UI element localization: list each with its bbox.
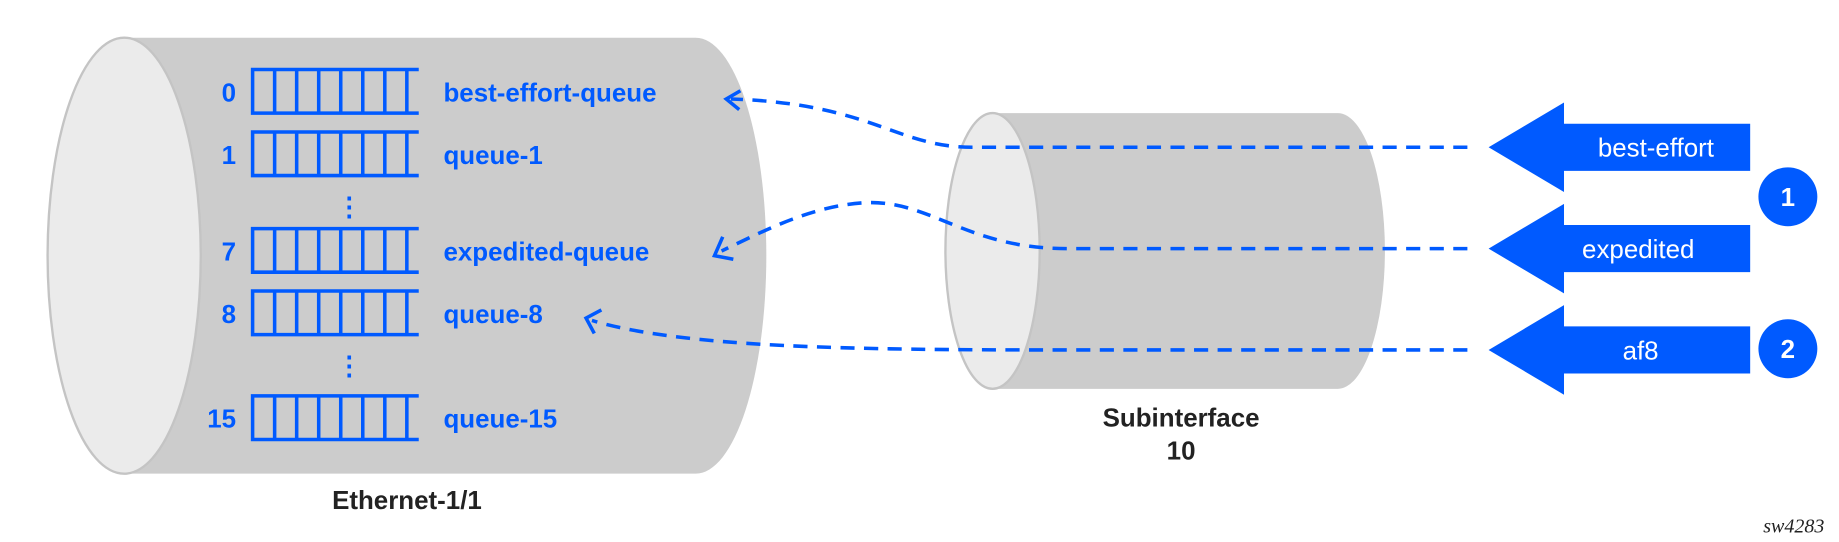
queue-index: 1 <box>222 142 236 170</box>
queue-name: expedited-queue <box>443 238 649 266</box>
traffic-label: af8 <box>1623 337 1659 365</box>
queue-0: 0 best-effort-queue <box>222 67 656 115</box>
queue-15: 15 queue-15 <box>207 394 557 442</box>
figure-id: sw4283 <box>1763 516 1824 538</box>
queue-name: queue-1 <box>443 142 542 170</box>
queue-index: 15 <box>207 406 236 434</box>
queue-name: queue-8 <box>443 301 542 329</box>
subinterface-cylinder <box>944 111 1385 391</box>
queue-7: 7 expedited-queue <box>222 226 649 274</box>
queue-buffer-icon <box>250 289 419 337</box>
queue-buffer-icon <box>250 67 419 115</box>
callout-number: 2 <box>1781 336 1795 364</box>
ethernet-label: Ethernet-1/1 <box>332 487 482 515</box>
arrowhead-icon <box>723 89 742 111</box>
callout-1: 1 <box>1758 167 1818 227</box>
ellipsis-2: ⋮ <box>336 353 362 381</box>
mapping-line-expedited <box>720 200 1468 253</box>
mapping-lines <box>583 89 1468 352</box>
queue-name: queue-15 <box>443 406 557 434</box>
subinterface-label: Subinterface <box>1103 405 1260 433</box>
traffic-label: best-effort <box>1598 135 1715 163</box>
queue-index: 7 <box>222 238 236 266</box>
ethernet-cylinder <box>46 36 767 475</box>
queue-index: 8 <box>222 301 236 329</box>
ellipsis-1: ⋮ <box>336 194 362 222</box>
traffic-arrow-af8: af8 <box>1488 305 1751 395</box>
traffic-label: expedited <box>1582 236 1694 264</box>
queue-buffer-icon <box>250 394 419 442</box>
subinterface-number: 10 <box>1167 438 1196 466</box>
queue-name: best-effort-queue <box>443 79 656 107</box>
arrowhead-icon <box>711 236 734 261</box>
mapping-line-af8 <box>591 318 1468 352</box>
queue-buffer-icon <box>250 130 419 178</box>
queue-1: 1 queue-1 <box>222 130 543 178</box>
queue-list: 0 best-effort-queue 1 queue-1 7 expedited-que… <box>207 67 656 442</box>
callout-2: 2 <box>1758 319 1818 379</box>
arrowhead-icon <box>583 308 603 335</box>
traffic-arrow-best-effort: best-effort <box>1488 102 1751 193</box>
queue-8: 8 queue-8 <box>222 289 543 337</box>
callout-number: 1 <box>1781 184 1795 212</box>
mapping-line-best-effort <box>730 97 1468 150</box>
queue-index: 0 <box>222 79 236 107</box>
traffic-arrow-expedited: expedited <box>1488 203 1751 294</box>
queue-buffer-icon <box>250 226 419 274</box>
